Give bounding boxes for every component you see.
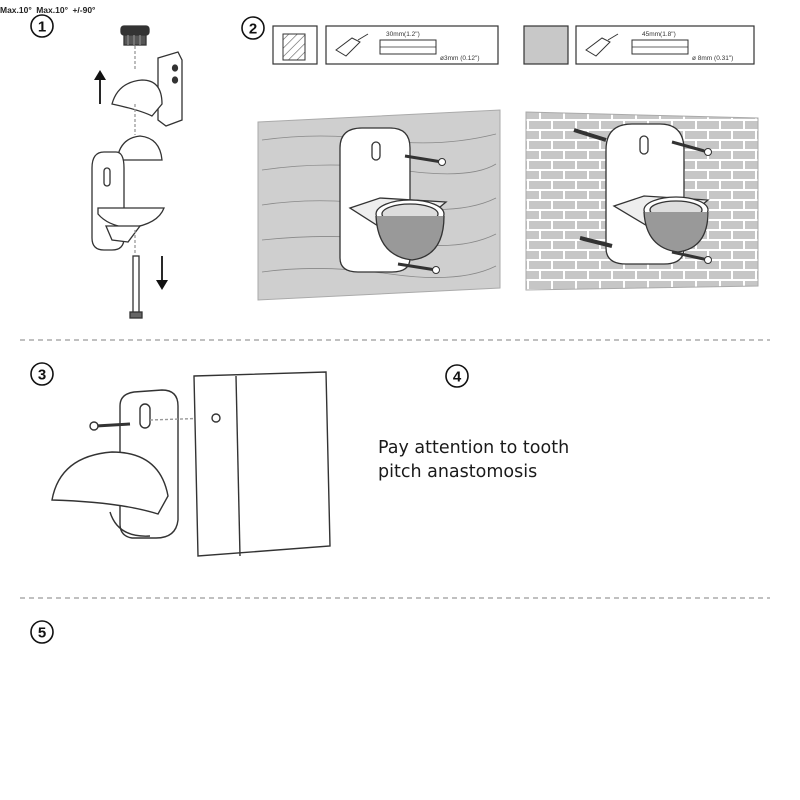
svg-text:3: 3 <box>38 367 46 384</box>
svg-text:ø3mm (0.12"): ø3mm (0.12") <box>440 55 480 62</box>
drywall-spec-panel: 30mm(1.2") ø3mm (0.12") <box>272 25 499 65</box>
brick-spec-panel: 45mm(1.8") ø 8mm (0.31") <box>523 25 755 65</box>
rotate-label: +/-90° <box>72 5 96 15</box>
svg-text:2: 2 <box>249 21 257 38</box>
step3-bracket-to-speaker <box>51 371 331 557</box>
screw-icon <box>579 236 712 264</box>
knob-part <box>120 25 150 46</box>
screw-icon <box>573 128 712 156</box>
screw-icon <box>404 154 446 166</box>
screw-icon <box>89 421 131 431</box>
brick-mount-scene <box>525 111 759 291</box>
step-badge-4: 4 <box>445 364 469 388</box>
svg-text:30mm(1.2"): 30mm(1.2") <box>386 31 420 38</box>
svg-text:1: 1 <box>38 19 46 36</box>
drill-icon <box>585 33 619 57</box>
step-badge-3: 3 <box>30 362 54 386</box>
note-line-1: Pay attention to tooth <box>378 438 570 458</box>
svg-text:45mm(1.8"): 45mm(1.8") <box>642 31 676 38</box>
svg-text:ø 8mm (0.31"): ø 8mm (0.31") <box>692 55 733 62</box>
step1-exploded-bracket <box>91 25 183 319</box>
tilt-down-label: Max.10° <box>36 5 68 15</box>
step-badge-5: 5 <box>30 620 54 644</box>
tooth-pitch-note: Pay attention to tooth pitch anastomosis <box>378 436 569 484</box>
step-badge-2: 2 <box>241 16 265 40</box>
svg-text:5: 5 <box>38 625 46 642</box>
tilt-up-label: Max.10° <box>0 5 32 15</box>
arrow-down-icon <box>156 256 168 290</box>
step-badge-1: 1 <box>30 14 54 38</box>
svg-text:4: 4 <box>453 369 462 386</box>
drywall-mount-scene <box>257 109 501 301</box>
drill-icon <box>335 33 369 57</box>
screw-icon <box>397 262 440 274</box>
note-line-2: pitch anastomosis <box>378 462 538 482</box>
arrow-up-icon <box>94 70 106 104</box>
